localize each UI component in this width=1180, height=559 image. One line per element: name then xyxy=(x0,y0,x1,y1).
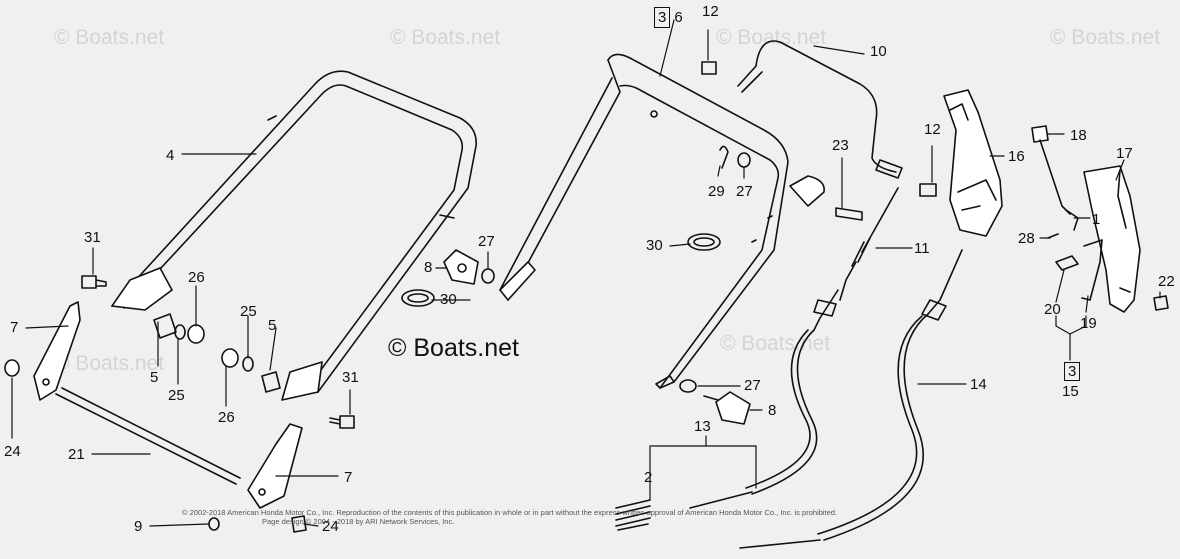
callout-c11: 11 xyxy=(914,240,930,257)
bushing-26-left xyxy=(187,324,205,344)
watermark-text: © Boats.net xyxy=(54,352,164,375)
callout-c31b: 31 xyxy=(342,369,359,386)
callout-c15: 15 xyxy=(1062,383,1079,400)
spacer-5-mid xyxy=(261,371,281,393)
clip-9-part xyxy=(208,517,220,531)
lower-handle-part xyxy=(111,70,477,401)
bracket-7-left xyxy=(33,301,81,401)
callout-c31a: 31 xyxy=(84,229,101,246)
callout-c20: 20 xyxy=(1044,301,1061,318)
callout-c28: 28 xyxy=(1018,230,1035,247)
center-watermark: © Boats.net xyxy=(388,334,519,362)
callout-c24a: 24 xyxy=(4,443,21,460)
rivet-12-top xyxy=(701,61,717,75)
spring-part xyxy=(615,499,651,531)
copyright-notice: © 2002-2018 American Honda Motor Co., In… xyxy=(182,508,837,527)
spacer-5-left xyxy=(153,313,177,339)
bolt-31-left xyxy=(81,275,107,289)
callout-c26a: 26 xyxy=(188,269,205,286)
callout-c27c: 27 xyxy=(744,377,761,394)
callout-c7a: 7 xyxy=(10,319,19,336)
clamp-30-upper xyxy=(687,233,721,251)
callout-c25a: 25 xyxy=(168,387,185,404)
knob-8-upper xyxy=(443,249,479,285)
callout-number: 6 xyxy=(674,9,683,26)
callout-c23: 23 xyxy=(832,137,849,154)
copyright-line-1: © 2002-2018 American Honda Motor Co., In… xyxy=(182,508,838,517)
callout-c21: 21 xyxy=(68,446,85,463)
callout-c7b: 7 xyxy=(344,469,353,486)
callout-c10: 10 xyxy=(870,43,887,60)
callout-c24b: 24 xyxy=(322,518,339,535)
leader-lines xyxy=(11,19,1161,527)
callout-c8a: 8 xyxy=(424,259,433,276)
bracket-7-right xyxy=(247,423,303,509)
upper-handle-part xyxy=(499,53,825,389)
washer-27-lower xyxy=(679,379,697,393)
watermark-layer: © Boats.net © Boats.net © Boats.net © Boats… xyxy=(54,26,1160,375)
clip-29-part xyxy=(719,145,729,169)
axle-21-part xyxy=(55,387,241,485)
callout-c29: 29 xyxy=(708,183,725,200)
callout-c14: 14 xyxy=(970,376,987,393)
callout-c19: 19 xyxy=(1080,315,1097,332)
switch-assembly xyxy=(1031,125,1169,313)
callout-c30a: 30 xyxy=(440,291,457,308)
callout-c27a: 27 xyxy=(478,233,495,250)
watermark-text: © Boats.net xyxy=(54,26,164,49)
callout-c27b: 27 xyxy=(736,183,753,200)
washer-25-mid xyxy=(242,356,254,372)
bolt-31-right xyxy=(329,415,355,429)
callout-c4: 4 xyxy=(166,147,175,164)
lever-part xyxy=(943,89,1003,237)
bushing-26-mid xyxy=(221,348,239,368)
callout-c30b: 30 xyxy=(646,237,663,254)
callout-c26b: 26 xyxy=(218,409,235,426)
washer-27-upper xyxy=(481,268,495,284)
callout-c8b: 8 xyxy=(768,402,777,419)
callout-c12b: 12 xyxy=(924,121,941,138)
watermark-text: © Boats.net xyxy=(716,26,826,49)
watermark-text: © Boats.net xyxy=(720,332,830,355)
cable-11-part xyxy=(813,187,899,331)
cable-13-part xyxy=(689,329,818,509)
copyright-line-2: Page design © 2004 - 2018 by ARI Network… xyxy=(262,517,455,527)
callout-c2: 2 xyxy=(644,469,653,486)
rod-part xyxy=(737,40,903,179)
callout-c5a: 5 xyxy=(150,369,159,386)
nut-24-bottom xyxy=(291,515,307,533)
callout-c3: 3 xyxy=(1064,362,1081,381)
knob-8-lower xyxy=(703,391,751,425)
callout-c9: 9 xyxy=(134,518,143,535)
callout-c25b: 25 xyxy=(240,303,257,320)
nut-24-left xyxy=(4,359,20,377)
washer-27-mid xyxy=(737,152,751,168)
cable-14-part xyxy=(739,249,963,549)
callout-c18: 18 xyxy=(1070,127,1087,144)
callout-c5b: 5 xyxy=(268,317,277,334)
callout-c13: 13 xyxy=(694,418,711,435)
clamp-30-lower xyxy=(401,289,435,307)
rivet-12-right xyxy=(919,183,937,197)
pin-part xyxy=(835,207,863,221)
watermark-text: © Boats.net xyxy=(1050,26,1160,49)
callout-box: 3 xyxy=(654,7,671,28)
washer-25-left xyxy=(174,324,186,340)
callout-c17: 17 xyxy=(1116,145,1133,162)
callout-c12a: 12 xyxy=(702,3,719,20)
callout-c16: 16 xyxy=(1008,148,1025,165)
watermark-text: © Boats.net xyxy=(390,26,500,49)
callout-c22: 22 xyxy=(1158,273,1175,290)
callout-c1: 1 xyxy=(1092,211,1101,228)
